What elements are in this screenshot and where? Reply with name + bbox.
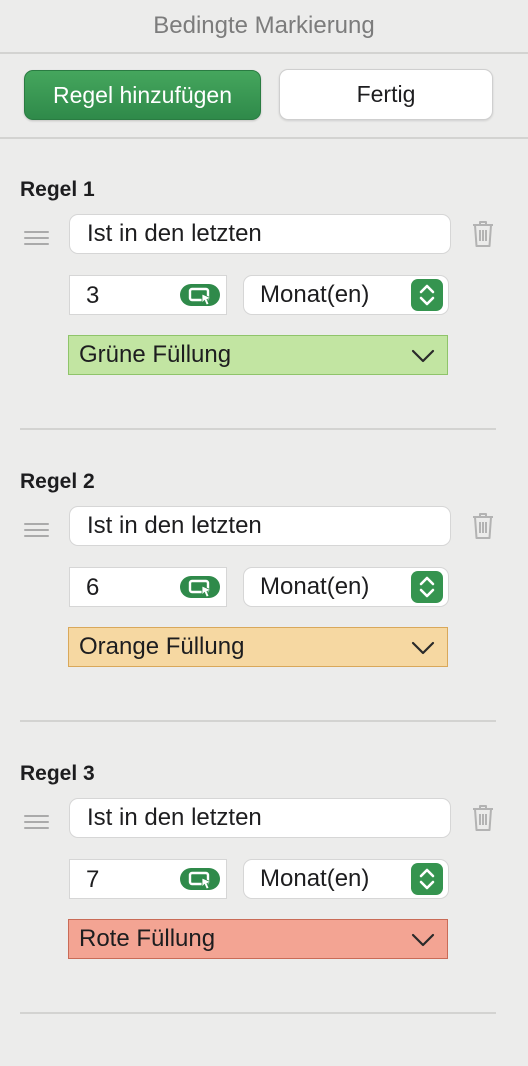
up-down-arrows-icon — [419, 868, 435, 890]
unit-stepper[interactable] — [411, 279, 443, 311]
drag-handle-icon[interactable] — [24, 230, 49, 246]
cell-reference-icon — [188, 871, 213, 890]
up-down-arrows-icon — [419, 576, 435, 598]
rule-title: Regel 3 — [20, 762, 95, 785]
fill-style-select[interactable]: Grüne Füllung — [68, 335, 448, 375]
fill-style-select[interactable]: Rote Füllung — [68, 919, 448, 959]
unit-stepper[interactable] — [411, 863, 443, 895]
rule-divider — [20, 428, 496, 430]
chevron-down-icon — [411, 641, 435, 655]
number-input[interactable]: 6 — [69, 567, 227, 607]
cell-reference-icon — [188, 579, 213, 598]
trash-icon[interactable] — [470, 511, 496, 541]
drag-handle-icon[interactable] — [24, 522, 49, 538]
done-button[interactable]: Fertig — [279, 69, 493, 120]
cell-reference-icon — [188, 287, 213, 306]
rule-1: Regel 1 Ist in den letzten 3 Monat(en) G… — [0, 174, 528, 466]
cell-reference-button[interactable] — [180, 868, 220, 890]
up-down-arrows-icon — [419, 284, 435, 306]
chevron-down-icon — [411, 933, 435, 947]
number-input[interactable]: 7 — [69, 859, 227, 899]
rule-divider — [20, 1012, 496, 1014]
toolbar-divider — [0, 137, 528, 139]
condition-select[interactable]: Ist in den letzten — [69, 214, 451, 254]
fill-style-label: Orange Füllung — [79, 633, 245, 660]
rule-divider — [20, 720, 496, 722]
chevron-down-icon — [411, 349, 435, 363]
fill-style-label: Grüne Füllung — [79, 341, 232, 368]
cell-reference-button[interactable] — [180, 284, 220, 306]
header-divider — [0, 52, 528, 54]
trash-icon[interactable] — [470, 219, 496, 249]
drag-handle-icon[interactable] — [24, 814, 49, 830]
condition-select[interactable]: Ist in den letzten — [69, 798, 451, 838]
trash-icon[interactable] — [470, 803, 496, 833]
add-rule-button[interactable]: Regel hinzufügen — [24, 70, 261, 120]
fill-style-label: Rote Füllung — [79, 925, 216, 952]
rule-title: Regel 1 — [20, 178, 95, 201]
rule-title: Regel 2 — [20, 470, 95, 493]
condition-select[interactable]: Ist in den letzten — [69, 506, 451, 546]
rule-2: Regel 2 Ist in den letzten 6 Monat(en) O… — [0, 466, 528, 758]
cell-reference-button[interactable] — [180, 576, 220, 598]
fill-style-select[interactable]: Orange Füllung — [68, 627, 448, 667]
unit-stepper[interactable] — [411, 571, 443, 603]
rule-3: Regel 3 Ist in den letzten 7 Monat(en) R… — [0, 758, 528, 1050]
panel-title: Bedingte Markierung — [153, 12, 375, 39]
